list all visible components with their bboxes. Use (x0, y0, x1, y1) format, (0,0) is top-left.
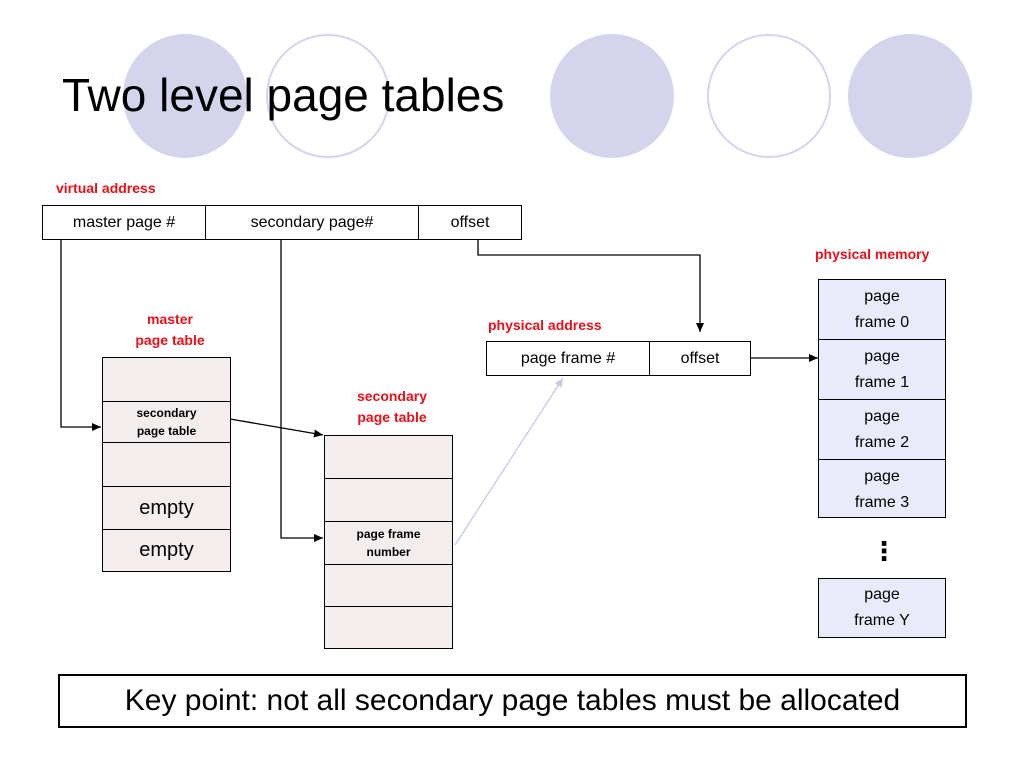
secondary-entry-4 (325, 607, 452, 648)
master-entry-0 (103, 358, 230, 402)
master-page-field: master page # (43, 206, 206, 239)
decor-circle-3 (550, 34, 674, 158)
physical-address-label: physical address (488, 317, 602, 333)
arrow-frame-number (454, 377, 564, 546)
virtual-address-label: virtual address (56, 180, 156, 196)
master-entry-secondary: secondary page table (103, 402, 230, 443)
decor-circle-2 (266, 34, 390, 158)
secondary-page-table: page frame number (324, 435, 453, 649)
master-entry-2 (103, 443, 230, 487)
offset-field: offset (450, 213, 490, 231)
secondary-entry-0 (325, 436, 452, 479)
arrow-secondary-index (280, 239, 323, 542)
decor-circle-1 (123, 34, 247, 158)
arrow-master-index (60, 239, 101, 431)
secondary-entry-1 (325, 479, 452, 522)
physical-offset-field: offset (680, 349, 720, 367)
physical-address-box: page frame # offset (486, 341, 751, 376)
slide-title: Two level page tables (62, 69, 505, 121)
key-point-box: Key point: not all secondary page tables… (58, 674, 967, 728)
page-frame-field: page frame # (487, 342, 650, 375)
virtual-address-box: master page # secondary page# offset (42, 205, 522, 240)
arrow-offset-copy (477, 239, 704, 332)
physical-memory-label: physical memory (815, 246, 930, 262)
master-page-table: secondary page table empty empty (102, 357, 231, 572)
secondary-page-field: secondary page# (206, 206, 419, 239)
decor-circle-4 (707, 34, 831, 158)
master-entry-empty-2: empty (139, 539, 194, 561)
secondary-entry-frame-number: page frame number (325, 522, 452, 565)
arrow-master-to-secondary (229, 418, 324, 438)
master-entry-empty-1: empty (103, 487, 230, 530)
secondary-entry-3 (325, 565, 452, 607)
decor-circle-5 (848, 34, 972, 158)
secondary-table-label: secondary page table (356, 388, 428, 425)
master-table-label: master page table (135, 311, 205, 348)
memory-ellipsis: ⋮ (871, 536, 897, 566)
